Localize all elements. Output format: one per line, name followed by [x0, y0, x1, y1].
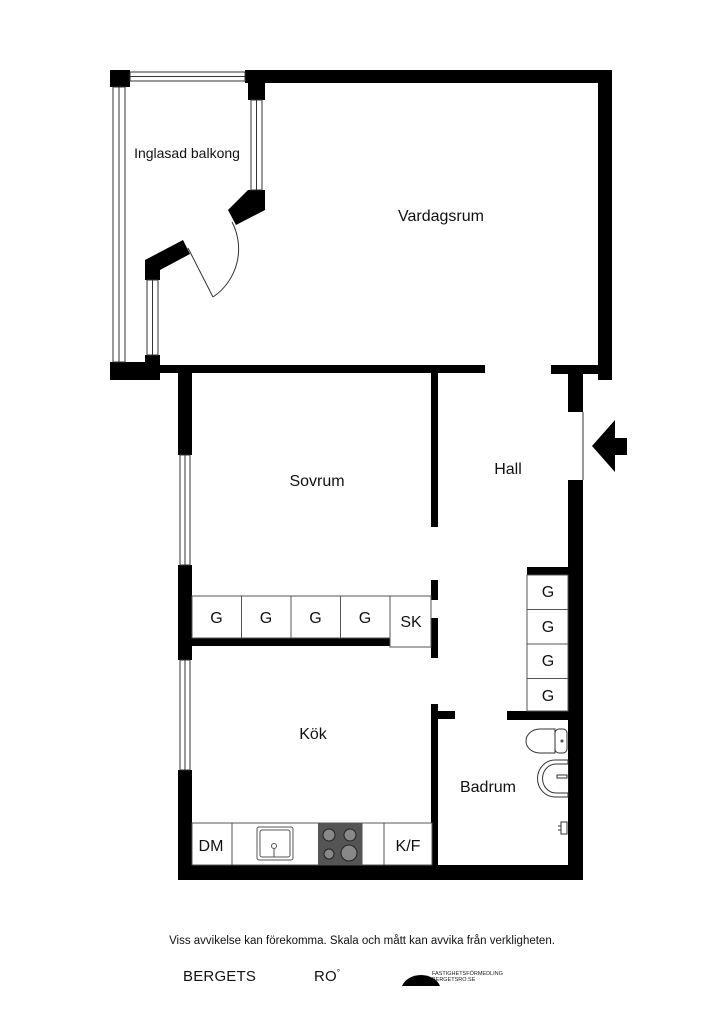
windows: [112, 71, 584, 771]
closet-label: G: [542, 653, 554, 670]
shower-icon: [558, 821, 568, 835]
agency-logo-icon: [402, 974, 440, 986]
closet-label: G: [542, 619, 554, 636]
agency-line-1: FASTIGHETSFÖRMEDLING: [432, 971, 503, 977]
brand-mark: °: [336, 968, 341, 977]
balcony-door[interactable]: [187, 221, 240, 298]
disclaimer: Viss avvikelse kan förekomma. Skala och …: [169, 935, 555, 947]
closet-label: G: [359, 610, 371, 627]
fridge-freezer-label: K/F: [396, 838, 421, 855]
room-label-kitchen: Kök: [299, 726, 328, 743]
brand-left: BERGETS: [183, 968, 257, 985]
closet-label-sk: SK: [400, 614, 422, 631]
room-label-bathroom: Badrum: [460, 779, 516, 796]
toilet-icon: [525, 728, 568, 754]
kitchen-counter: [191, 822, 433, 866]
room-label-bedroom: Sovrum: [289, 473, 344, 490]
closet-label: G: [542, 688, 554, 705]
brand-right: RO°: [314, 968, 340, 985]
closet-label: G: [210, 610, 222, 627]
closet-label: G: [309, 610, 321, 627]
dishwasher-label: DM: [199, 838, 224, 855]
washbasin-icon: [537, 759, 569, 798]
room-label-hall: Hall: [494, 461, 522, 478]
stove-icon: [318, 823, 362, 865]
room-label-living: Vardagsrum: [398, 208, 484, 225]
agency-line-2: BERGETSRO.SE: [432, 977, 476, 983]
hall-closets: [526, 574, 569, 712]
closet-label: G: [260, 610, 272, 627]
entrance-arrow-icon: [592, 420, 627, 472]
brand-right-text: RO: [314, 968, 337, 985]
bedroom-closets: [191, 595, 432, 648]
closet-label: G: [542, 584, 554, 601]
room-label-balcony: Inglasad balkong: [134, 145, 240, 161]
walls: [110, 70, 612, 880]
